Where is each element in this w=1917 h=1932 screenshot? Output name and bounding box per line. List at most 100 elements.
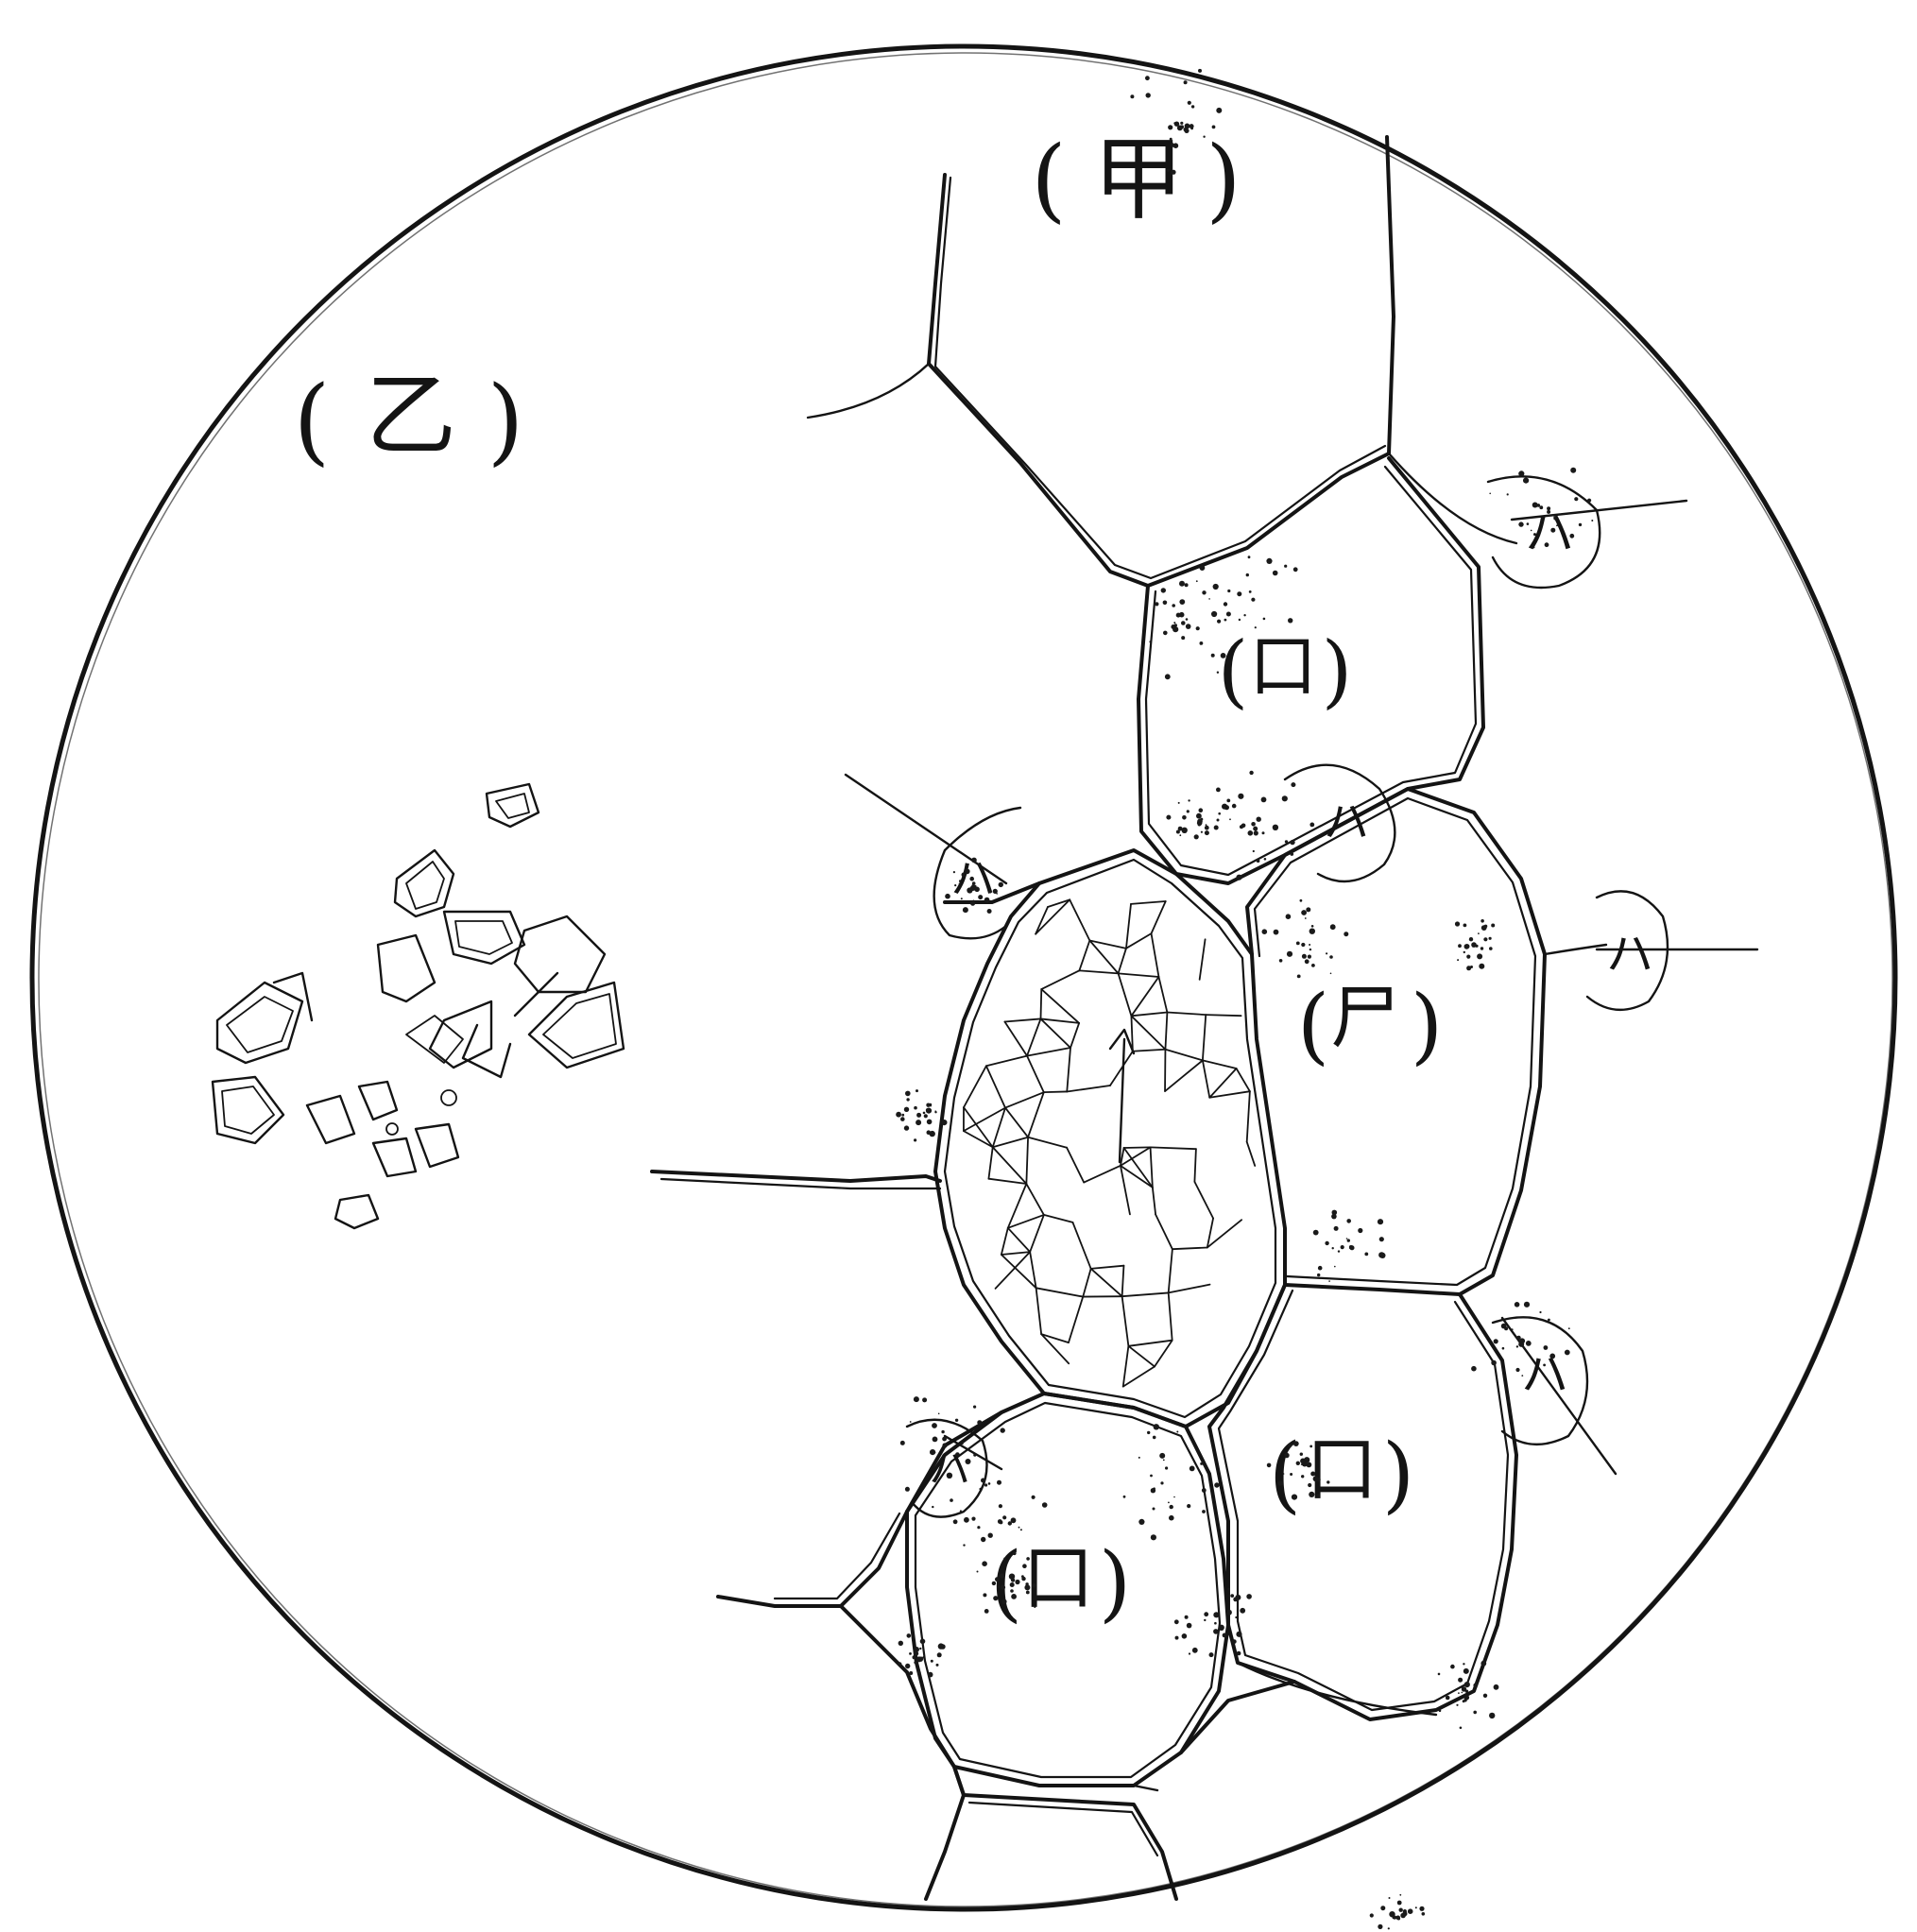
ink-speck — [1173, 122, 1175, 124]
bundle-cell-wall — [1203, 1060, 1209, 1097]
ink-speck — [1284, 565, 1287, 568]
bundle-cell-wall — [1067, 1086, 1110, 1091]
ink-speck — [1350, 1246, 1354, 1250]
ink-speck — [1217, 672, 1219, 674]
ink-speck — [1469, 937, 1473, 941]
ink-speck — [1458, 1692, 1460, 1694]
bundle-cell-wall — [1152, 901, 1166, 933]
left-walls — [652, 883, 1039, 1767]
ink-speck — [1591, 520, 1593, 521]
ink-speck — [1235, 1616, 1237, 1618]
ink-speck — [1192, 1648, 1198, 1653]
bundle-cell-wall — [1119, 973, 1159, 977]
ink-speck — [1318, 1266, 1323, 1271]
bundle-cell-wall — [1209, 1091, 1250, 1098]
ink-speck — [1211, 654, 1215, 658]
ink-speck — [1290, 1473, 1292, 1476]
ink-speck — [1182, 1633, 1188, 1639]
ink-speck — [1267, 1463, 1272, 1468]
ink-speck — [1568, 1327, 1570, 1329]
ink-speck — [1165, 1466, 1168, 1469]
ink-speck — [1463, 924, 1467, 928]
ink-speck — [1251, 822, 1256, 827]
ink-speck — [1150, 1475, 1153, 1478]
ink-speck — [1489, 947, 1493, 950]
ink-speck — [1130, 94, 1134, 98]
bundle-cell-wall — [986, 1056, 1027, 1067]
ink-speck — [898, 1662, 901, 1666]
ink-speck — [1539, 505, 1543, 509]
ink-speck — [1011, 1594, 1017, 1599]
ink-speck — [1168, 1502, 1170, 1504]
ink-speck — [1153, 1508, 1155, 1511]
bundle-cell-wall — [1044, 1215, 1073, 1222]
ink-speck — [1518, 1342, 1524, 1347]
ink-speck — [1011, 1578, 1015, 1582]
ink-speck — [1463, 1663, 1464, 1665]
bundle-cell-wall — [1155, 1215, 1172, 1250]
bundle-cell-wall — [1151, 1147, 1153, 1187]
ink-speck — [1196, 813, 1202, 819]
ink-speck — [1293, 567, 1298, 572]
svg-text:ハ: ハ — [1521, 1347, 1568, 1402]
ink-speck — [1168, 125, 1172, 129]
ink-speck — [1455, 921, 1460, 926]
ink-speck — [1230, 1594, 1234, 1598]
ink-speck — [1403, 1909, 1407, 1913]
bundle-cell-wall — [1083, 1269, 1090, 1297]
ink-speck — [1181, 621, 1186, 625]
ink-speck — [1186, 624, 1191, 629]
ink-speck — [1257, 859, 1260, 863]
ink-speck — [905, 1091, 911, 1097]
svg-text:(: ( — [1218, 624, 1249, 717]
ink-speck — [1346, 1219, 1351, 1223]
ink-speck — [1574, 497, 1578, 501]
bundle-cell-wall — [1153, 1188, 1155, 1215]
ink-speck — [1347, 1239, 1350, 1241]
bundle-cell-wall — [988, 1179, 1026, 1184]
ink-speck — [1179, 581, 1185, 587]
ink-speck — [1311, 964, 1315, 967]
ink-speck — [899, 1641, 903, 1646]
ink-speck — [945, 894, 950, 899]
ink-speck — [978, 895, 983, 899]
bundle-cell-wall — [1026, 1137, 1028, 1184]
ink-speck — [1170, 138, 1172, 141]
ink-speck — [1489, 493, 1491, 495]
ink-speck — [965, 869, 970, 875]
ink-speck — [1489, 1713, 1495, 1718]
ink-speck — [1473, 944, 1475, 946]
ink-speck — [1249, 771, 1253, 775]
ink-speck — [1189, 1652, 1190, 1654]
ink-speck — [1248, 830, 1254, 836]
ink-speck — [1556, 524, 1558, 526]
ink-speck — [1507, 493, 1509, 495]
ink-speck — [1184, 80, 1188, 84]
ink-speck — [964, 1517, 969, 1523]
ink-speck — [926, 1108, 929, 1111]
bundle-cell-wall — [1121, 1166, 1130, 1215]
ink-speck — [981, 1479, 985, 1483]
ink-speck — [1462, 1687, 1463, 1689]
ink-speck — [1185, 583, 1189, 587]
ink-speck — [1209, 1652, 1214, 1657]
ink-speck — [909, 1671, 913, 1675]
ink-speck — [981, 1537, 985, 1542]
ink-speck — [1217, 819, 1220, 822]
ink-speck — [1202, 1510, 1206, 1513]
ink-speck — [914, 1661, 916, 1664]
ink-speck — [971, 884, 974, 887]
ink-speck — [1172, 604, 1175, 607]
ink-speck — [1010, 1589, 1014, 1593]
ink-speck — [1167, 169, 1170, 172]
ink-speck — [1311, 925, 1314, 928]
ink-speck — [1278, 1480, 1283, 1485]
ink-speck — [1380, 1906, 1385, 1910]
bundle-cell-wall — [1151, 1147, 1196, 1149]
svg-text:(: ( — [1269, 1426, 1301, 1523]
ink-speck — [1187, 1504, 1190, 1508]
ink-speck — [1473, 1711, 1477, 1715]
ink-speck — [1232, 804, 1237, 809]
ink-speck — [963, 907, 968, 913]
bundle-cell-wall — [1040, 1018, 1070, 1048]
